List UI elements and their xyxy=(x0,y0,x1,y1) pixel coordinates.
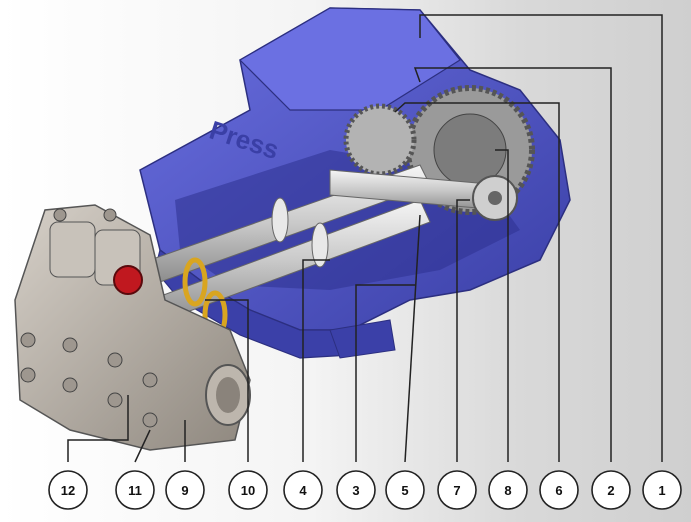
callout-number: 4 xyxy=(299,483,307,498)
callout-circle xyxy=(437,470,477,510)
callout-3: 3 xyxy=(336,470,376,510)
leader-lines xyxy=(67,14,663,463)
callout-circle xyxy=(48,470,88,510)
callout-circle xyxy=(283,470,323,510)
callout-number: 11 xyxy=(128,483,142,498)
outlet-port-bore xyxy=(216,377,240,413)
callout-circle xyxy=(336,470,376,510)
callout-circle xyxy=(228,470,268,510)
leader-11 xyxy=(134,429,151,463)
leader-2 xyxy=(413,67,612,462)
callout-8: 8 xyxy=(488,470,528,510)
leader-1 xyxy=(419,14,663,462)
callout-9: 9 xyxy=(165,470,205,510)
leader-4 xyxy=(302,259,330,462)
callout-circle xyxy=(385,470,425,510)
callout-number: 10 xyxy=(241,483,255,498)
housing-top-cover xyxy=(239,7,461,111)
small-gear xyxy=(343,103,417,177)
callout-1: 1 xyxy=(642,470,682,510)
leader-8 xyxy=(495,149,509,462)
housing-foot xyxy=(329,319,396,359)
leader-12 xyxy=(67,395,129,462)
callout-number: 12 xyxy=(61,483,75,498)
callout-7: 7 xyxy=(437,470,477,510)
seal-ring-1 xyxy=(182,257,208,307)
callout-number: 1 xyxy=(658,483,665,498)
bearing-2 xyxy=(311,222,329,268)
callout-number: 9 xyxy=(181,483,188,498)
callout-6: 6 xyxy=(539,470,579,510)
callout-circle xyxy=(165,470,205,510)
valve-cap xyxy=(113,265,143,295)
callout-10: 10 xyxy=(228,470,268,510)
callout-4: 4 xyxy=(283,470,323,510)
callout-11: 11 xyxy=(115,470,155,510)
callout-number: 8 xyxy=(504,483,511,498)
callout-number: 6 xyxy=(555,483,562,498)
callout-5: 5 xyxy=(385,470,425,510)
manifold-block-1 xyxy=(49,221,96,278)
leader-5 xyxy=(404,214,421,463)
callout-12: 12 xyxy=(48,470,88,510)
drive-shaft-bore xyxy=(488,191,502,205)
bearing-1 xyxy=(271,197,289,243)
callout-circle xyxy=(115,470,155,510)
head-bolts xyxy=(20,208,158,428)
callout-number: 3 xyxy=(352,483,359,498)
callout-circle xyxy=(488,470,528,510)
callout-circle xyxy=(591,470,631,510)
callout-number: 2 xyxy=(607,483,614,498)
leader-3 xyxy=(355,284,415,462)
pump-head xyxy=(14,204,251,451)
callout-circle xyxy=(539,470,579,510)
leader-10 xyxy=(205,299,249,462)
leader-6 xyxy=(394,102,560,462)
callout-2: 2 xyxy=(591,470,631,510)
callout-labels: 12 11 9 10 4 3 5 7 8 6 2 1 xyxy=(48,470,682,510)
callout-number: 7 xyxy=(453,483,460,498)
callout-circle xyxy=(642,470,682,510)
callout-number: 5 xyxy=(401,483,408,498)
leader-7 xyxy=(456,199,470,462)
